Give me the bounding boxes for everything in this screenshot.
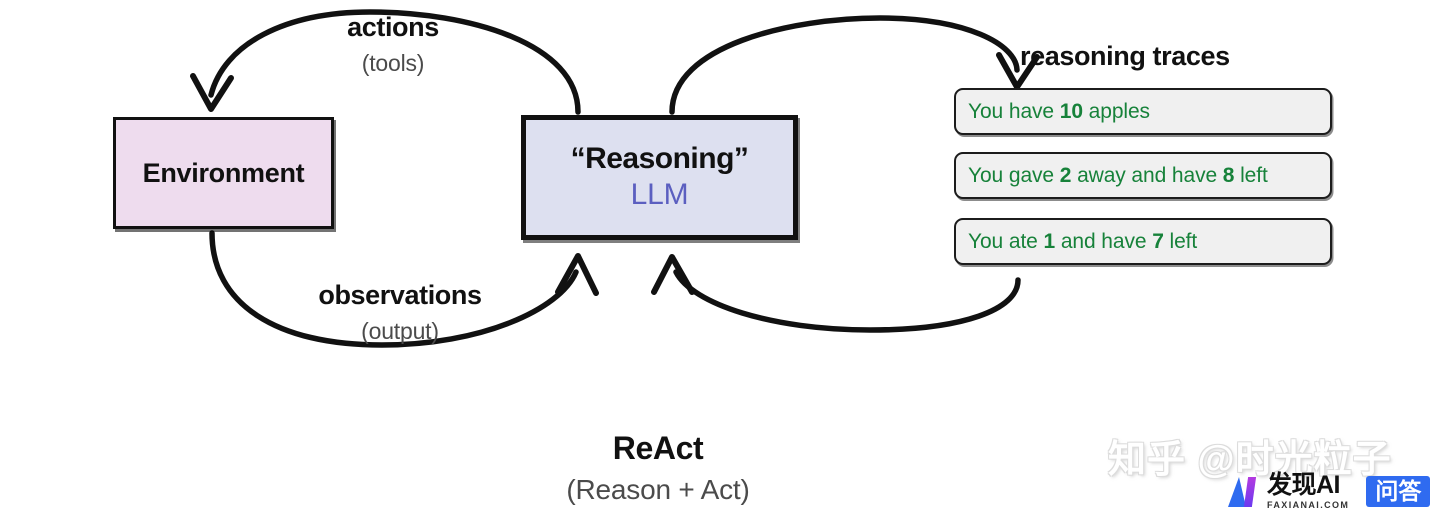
environment-label: Environment <box>142 157 305 188</box>
watermark-handle: 知乎 @时光粒子 <box>1108 439 1392 481</box>
reasoning-llm-node: “Reasoning” LLM <box>521 115 798 240</box>
reasoning-trace-item: You have 10 apples <box>954 88 1332 135</box>
reasoning-trace-item: You gave 2 away and have 8 left <box>954 152 1332 199</box>
watermark-brand: 发现AI <box>1267 471 1341 499</box>
reasoning-trace-text: You gave 2 away and have 8 left <box>968 163 1268 187</box>
reasoning-trace-item: You ate 1 and have 7 left <box>954 218 1332 265</box>
arrow-traces-in-head <box>651 254 695 295</box>
reasoning-traces-heading: reasoning traces <box>1020 41 1230 71</box>
watermark-qa-badge: 问答 <box>1366 475 1431 508</box>
reasoning-llm-subtitle: LLM <box>630 178 689 212</box>
arrow-observations-head <box>555 253 599 296</box>
edge-sublabel-actions: (tools) <box>361 50 425 76</box>
watermark-badge-row: 发现AI FAXIANAI.COM 问答 <box>1226 471 1431 511</box>
reasoning-llm-title: “Reasoning” <box>570 141 749 175</box>
arrow-traces-in-curve <box>673 269 1021 333</box>
watermark-domain: FAXIANAI.COM <box>1267 500 1350 510</box>
diagram-caption-title: ReAct <box>612 430 704 466</box>
edge-label-actions: actions <box>347 12 439 42</box>
reasoning-trace-text: You have 10 apples <box>968 99 1150 123</box>
reasoning-trace-text: You ate 1 and have 7 left <box>968 229 1198 253</box>
watermark: 知乎 @时光粒子 发现AI FAXIANAI.COM 问答 <box>1108 428 1448 512</box>
watermark-brand-block: 发现AI FAXIANAI.COM <box>1267 471 1350 511</box>
ai-logo-icon <box>1226 475 1260 509</box>
diagram-caption-subtitle: (Reason + Act) <box>566 474 750 505</box>
environment-node: Environment <box>113 117 334 229</box>
edge-label-observations: observations <box>318 280 482 310</box>
arrow-actions-head <box>190 73 234 112</box>
edge-sublabel-observations: (output) <box>361 318 439 344</box>
